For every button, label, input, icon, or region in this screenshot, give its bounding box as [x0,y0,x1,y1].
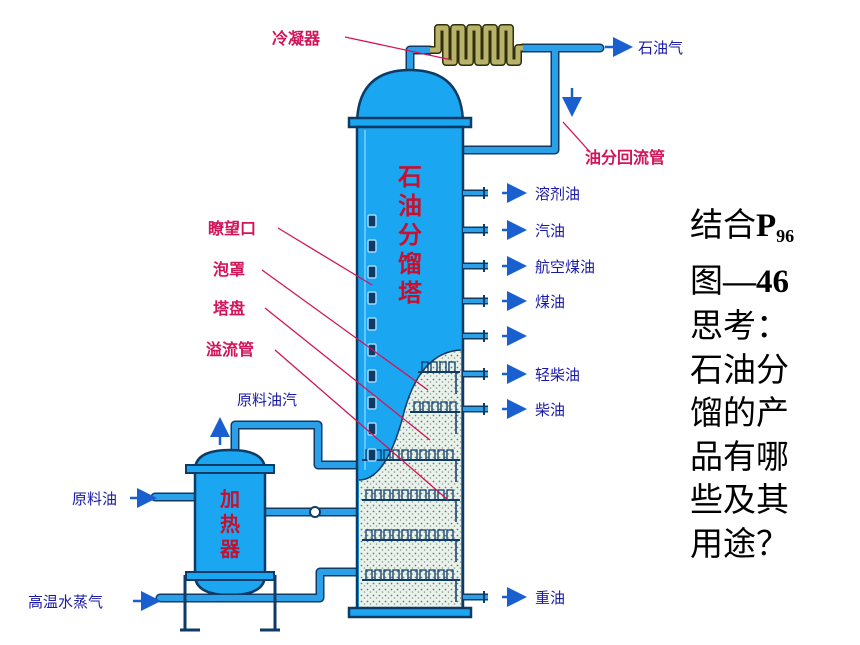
product-labels: 溶剂油 汽油 航空煤油 煤油 轻柴油 柴油 重油 [535,185,595,607]
product-outlet [463,183,527,203]
sight-window-label: 瞭望口 [208,219,256,238]
question-text-part: 图 [690,260,723,300]
tray [410,401,460,434]
heater-char: 热 [220,512,240,536]
tray [362,569,460,602]
product-label: 溶剂油 [535,185,580,203]
product-label: 汽油 [535,222,565,240]
question-text: 结合P96 图—46 思考： 石油分 馏的产 品有哪 些及其 用途？ [690,203,850,565]
product-outlet [463,399,527,419]
sight-window-icon [367,422,377,436]
valve-icon [309,506,321,518]
question-line: 图—46 [690,259,850,305]
product-label: 柴油 [535,401,565,419]
heater-char: 器 [219,537,241,561]
question-line: 些及其 [690,480,789,519]
flow-arrows [130,37,633,611]
sight-window-icon [367,265,377,279]
question-line: 馏的产 [690,393,789,432]
question-line: 思考： [690,306,789,345]
question-line: 结合P96 [690,203,850,259]
tower-title-char: 分 [398,220,422,249]
tray [418,361,460,394]
tray-label: 塔盘 [213,299,245,318]
tower-title-char: 油 [398,191,422,220]
question-line: 品有哪 [690,436,789,476]
product-outlet [463,220,527,240]
condenser-label: 冷凝器 [272,29,321,48]
crude-oil-label: 原料油 [72,490,117,508]
product-label: 煤油 [535,293,565,311]
page-ref-number: 96 [776,226,795,246]
tray [362,489,460,522]
tower-title-char: 塔 [398,278,423,307]
condenser-coil [430,24,523,66]
product-outlet [463,326,527,346]
sight-window-icon [367,214,377,228]
product-outlet [463,291,527,311]
tower-title: 石 油 分 馏 塔 [397,162,423,307]
product-label: 重油 [535,589,565,607]
product-outlet [463,256,527,276]
sight-window-icon [367,448,377,462]
product-label: 航空煤油 [535,258,595,276]
pointer-lines [261,36,591,501]
product-outlet [463,364,527,384]
product-label: 轻柴油 [535,366,580,384]
feed-vapor-label: 原料油汽 [237,391,297,409]
question-line: 用途？ [690,523,789,563]
tower-title-char: 馏 [398,249,422,278]
steam-label: 高温水蒸气 [28,593,103,611]
bubble-cap-trays [362,361,460,602]
tower-title-char: 石 [397,162,422,191]
overflow-pipe-label: 溢流管 [206,340,254,359]
sight-window-icon [367,369,377,383]
sight-window-icon [367,396,377,410]
product-outlet [463,587,527,607]
sight-window-icon [367,317,377,331]
sight-windows [367,214,377,462]
petroleum-gas-label: 石油气 [638,39,683,57]
figure-ref: —46 [723,263,789,300]
tray [362,529,460,562]
question-text-part: 结合 [690,205,756,244]
page-ref: P [756,208,777,244]
sight-window-icon [367,239,377,253]
reflux-pipe-label: 油分回流管 [585,148,665,167]
bubble-cap-label: 泡罩 [213,260,245,279]
product-outlets [463,183,527,607]
question-line: 石油分 [690,349,789,389]
heater-char: 加 [219,487,240,511]
heater-vessel: 加 热 器 [180,448,280,632]
sight-window-icon [367,291,377,305]
